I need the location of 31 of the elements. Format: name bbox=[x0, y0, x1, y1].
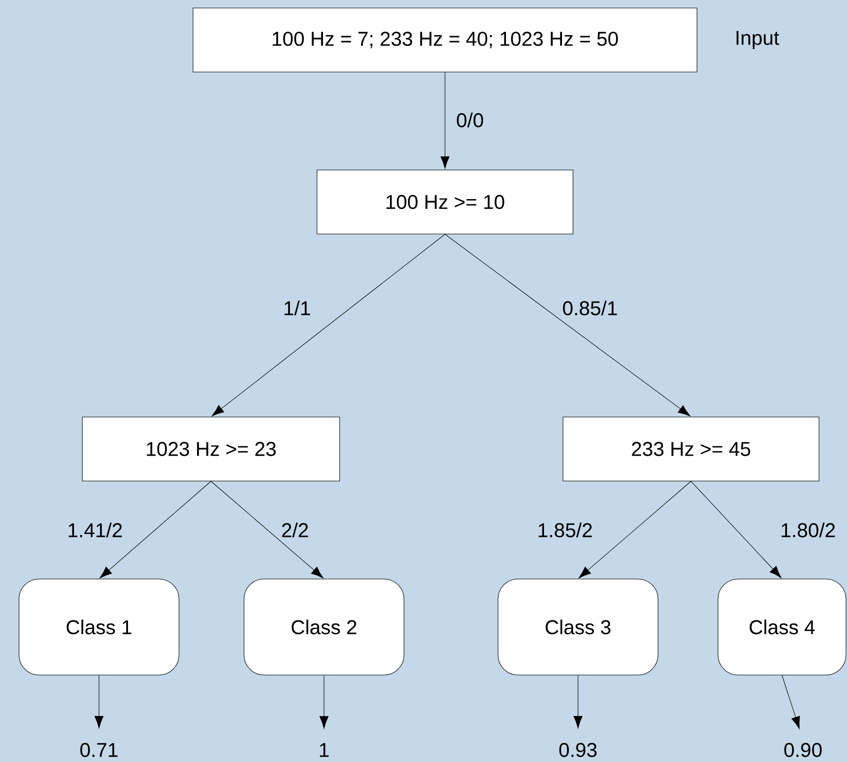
edge-label: 1/1 bbox=[282, 299, 312, 317]
arrow bbox=[444, 234, 690, 416]
arrow bbox=[100, 481, 212, 578]
edge-label: 0/0 bbox=[454, 111, 486, 129]
edge-label: 2/2 bbox=[280, 521, 310, 539]
arrow bbox=[94, 675, 104, 728]
output-value: 0.90 bbox=[784, 742, 822, 758]
class-box: Class 1 bbox=[18, 578, 180, 676]
arrow bbox=[212, 234, 446, 416]
decision-box: 100 Hz >= 10 bbox=[316, 170, 574, 234]
class-box: Class 4 bbox=[718, 578, 846, 676]
input-box: 100 Hz = 7; 233 Hz = 40; 1023 Hz = 50 bbox=[192, 8, 698, 72]
arrow bbox=[320, 675, 328, 729]
arrow bbox=[578, 481, 692, 578]
decision-box: 233 Hz >= 45 bbox=[562, 416, 820, 482]
output-value: 1 bbox=[320, 743, 329, 757]
side-label: Input bbox=[736, 31, 780, 49]
arrow bbox=[574, 675, 582, 728]
arrow bbox=[440, 72, 450, 169]
class-box: Class 3 bbox=[498, 578, 658, 676]
class-box: Class 2 bbox=[244, 578, 404, 676]
arrow bbox=[690, 481, 782, 578]
edge-label: 1.41/2 bbox=[66, 521, 124, 539]
arrow bbox=[210, 481, 324, 578]
output-value: 0.71 bbox=[80, 742, 118, 758]
decision-box: 1023 Hz >= 23 bbox=[82, 416, 340, 482]
edge-label: 1.85/2 bbox=[536, 521, 594, 539]
edge-label: 0.85/1 bbox=[560, 299, 620, 317]
arrow bbox=[782, 675, 800, 729]
output-value: 0.93 bbox=[559, 742, 597, 758]
edge-label: 1.80/2 bbox=[778, 521, 838, 539]
